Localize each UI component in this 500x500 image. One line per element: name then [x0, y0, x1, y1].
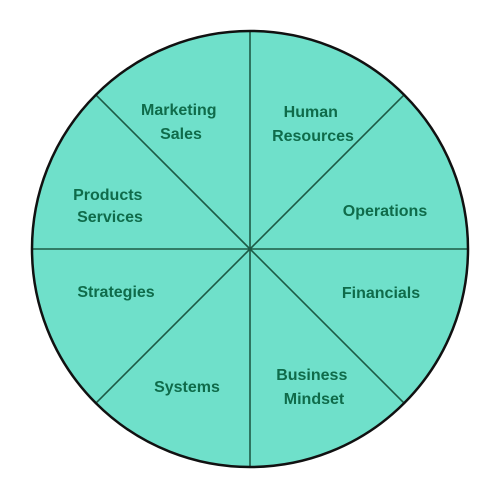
segment-label-line: Financials — [342, 285, 420, 302]
segment-label-line: Mindset — [284, 391, 345, 408]
segment-label-line: Services — [77, 209, 143, 226]
segment-label-marketing-sales: Marketing Sales — [141, 102, 221, 143]
segment-label-strategies: Strategies — [77, 284, 154, 301]
segment-label-operations: Operations — [343, 203, 428, 220]
segment-label-business-mindset: Business Mindset — [276, 367, 352, 408]
wheel-outline — [30, 29, 470, 469]
segment-dividers — [32, 31, 468, 467]
segment-divider-line — [95, 248, 251, 404]
segment-divider-line — [249, 94, 405, 250]
segment-divider-line — [95, 94, 251, 250]
segment-label-products-services: Products Services — [73, 187, 147, 226]
segment-label-line: Human — [284, 104, 338, 121]
segment-divider-line — [249, 248, 405, 404]
segment-label-line: Business — [276, 367, 347, 384]
segment-label-line: Sales — [160, 126, 202, 143]
segment-label-line: Systems — [154, 379, 220, 396]
segment-label-line: Strategies — [77, 284, 154, 301]
segment-label-line: Marketing — [141, 102, 217, 119]
segment-label-human-resources: Human Resources — [272, 104, 354, 145]
segment-label-systems: Systems — [154, 379, 220, 396]
segment-label-financials: Financials — [342, 285, 420, 302]
segment-label-line: Products — [73, 187, 142, 204]
segment-label-line: Operations — [343, 203, 428, 220]
segment-label-line: Resources — [272, 128, 354, 145]
